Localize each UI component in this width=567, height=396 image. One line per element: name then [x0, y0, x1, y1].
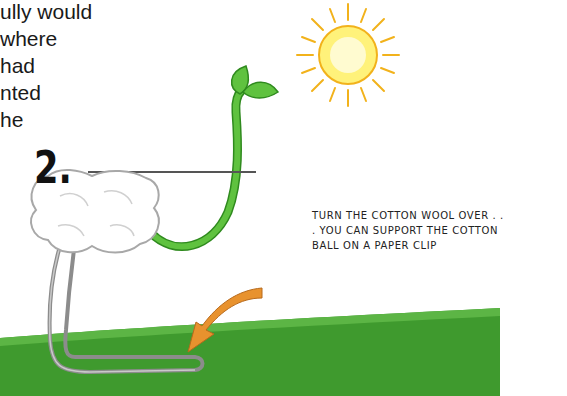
paper-clip-shine: [50, 240, 196, 372]
cotton-texture: [58, 191, 134, 236]
text-fragment: where: [0, 27, 57, 51]
leaf: [243, 82, 278, 98]
ground-highlight: [0, 308, 500, 346]
text-fragment: he: [0, 108, 23, 132]
paper-clip: [50, 240, 203, 372]
sun-rays: [297, 4, 399, 106]
ground: [0, 308, 500, 396]
pointer-arrow: [188, 288, 262, 352]
seedling-stem: [150, 90, 242, 247]
sun-glow: [330, 37, 366, 73]
sun: [297, 4, 399, 106]
instruction-note: TURN THE COTTON WOOL OVER . . . YOU CAN …: [312, 208, 508, 253]
stem-outline: [150, 90, 242, 247]
text-fragment: nted: [0, 81, 41, 105]
sun-disc: [319, 26, 377, 84]
text-fragment: had: [0, 54, 35, 78]
text-fragment: ully would: [0, 0, 92, 24]
callout-number: 2.: [34, 146, 72, 190]
